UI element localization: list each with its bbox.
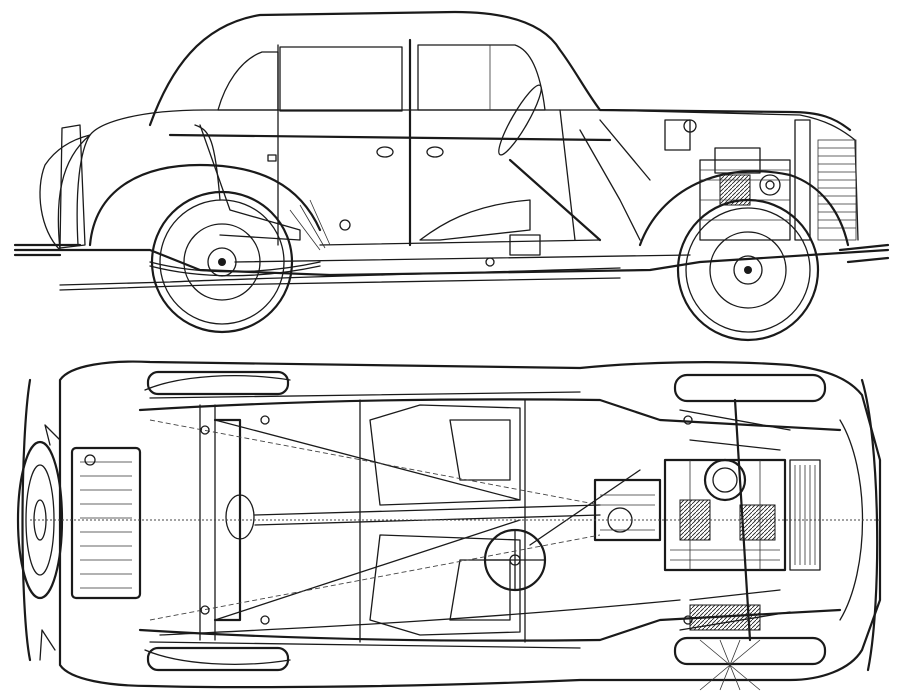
body-lower-outline <box>57 134 601 251</box>
radiator-plan <box>789 459 821 571</box>
frame-x-brace <box>214 419 521 621</box>
front-crossmember-hatch <box>689 604 761 631</box>
rear-wheel-plan-left <box>146 370 290 396</box>
mount-point <box>260 615 270 625</box>
rear-seat <box>199 124 301 241</box>
spare-wheel-mount <box>59 124 86 249</box>
front-wheel-plan-right <box>673 636 827 666</box>
rear-axle <box>213 418 242 622</box>
mount-point <box>200 425 210 435</box>
drive-shaft <box>234 254 691 263</box>
mount-point <box>260 415 270 425</box>
roof-outline <box>148 10 852 132</box>
underside-view <box>16 360 882 691</box>
rear-wheel <box>150 190 294 334</box>
brake-lines <box>289 199 331 251</box>
toolbox <box>509 234 541 256</box>
front-seat <box>419 199 531 241</box>
body-rear-curve <box>39 134 91 251</box>
engine-plan <box>663 458 787 572</box>
rear-footwell <box>369 404 521 506</box>
frame-rail-right <box>138 608 842 642</box>
frame-crossmember-rear <box>199 404 216 641</box>
rear-seat-back <box>194 124 221 201</box>
door-handle-rear <box>376 146 394 158</box>
front-bumper-plan <box>860 378 879 672</box>
front-floor-left <box>449 419 511 481</box>
rear-wheel-plan-right <box>146 646 290 672</box>
rear-footwell-right <box>369 534 521 636</box>
front-fender <box>638 170 850 247</box>
front-wheel <box>676 198 820 342</box>
front-floor-right <box>449 559 511 621</box>
exhaust-plan <box>159 599 681 636</box>
rear-fender <box>88 163 322 247</box>
rear-differential <box>225 494 255 540</box>
steering-wheel <box>498 84 542 156</box>
horn <box>683 119 697 133</box>
chassis-frame-lower <box>59 277 621 291</box>
mount-point <box>200 605 210 615</box>
exhaust-pipe <box>59 267 621 286</box>
rear-door-window <box>279 46 403 112</box>
rear-tow-hook-right <box>39 629 56 661</box>
drive-shaft-plan <box>254 504 601 516</box>
brake-rod-right <box>149 534 601 621</box>
mount-point <box>683 415 693 425</box>
brake-rod-left <box>149 419 601 506</box>
rear-quarter-window <box>217 51 279 111</box>
fuel-tank <box>70 446 142 600</box>
rear-tow-hook-left <box>44 424 61 446</box>
front-wheel-plan-left <box>673 373 827 403</box>
frame-rail-left <box>138 398 842 432</box>
mount-point <box>683 615 693 625</box>
radiator-grille <box>817 139 857 241</box>
rear-bumper <box>13 243 82 257</box>
rear-wheel-arch-right <box>144 649 291 665</box>
body-sill-right <box>149 641 581 649</box>
body-sill-left <box>149 391 581 399</box>
door-handle-front <box>426 146 444 158</box>
side-view <box>13 10 890 342</box>
steering-column-plan <box>529 469 641 546</box>
body-molding <box>168 133 612 142</box>
pedal-linkage <box>579 119 651 241</box>
door-lock-rear <box>267 154 277 162</box>
underbody-outline <box>58 360 882 689</box>
rear-bumper-plan <box>21 378 32 662</box>
front-bumper <box>838 243 890 264</box>
steering-wheel-plan <box>483 528 547 592</box>
rear-wheel-arch-left <box>144 375 291 391</box>
door-shut-line <box>559 109 576 241</box>
gearbox-plan <box>593 478 662 542</box>
frame-crossmember-mid <box>359 399 526 643</box>
battery-box <box>485 257 495 267</box>
fuel-filler-cap <box>339 219 351 231</box>
chassis-frame <box>13 248 890 277</box>
front-door-window <box>417 44 546 111</box>
front-brake-lines <box>699 639 761 691</box>
body-beltline <box>89 109 601 136</box>
front-suspension-left <box>679 409 791 451</box>
steering-column <box>508 158 602 242</box>
